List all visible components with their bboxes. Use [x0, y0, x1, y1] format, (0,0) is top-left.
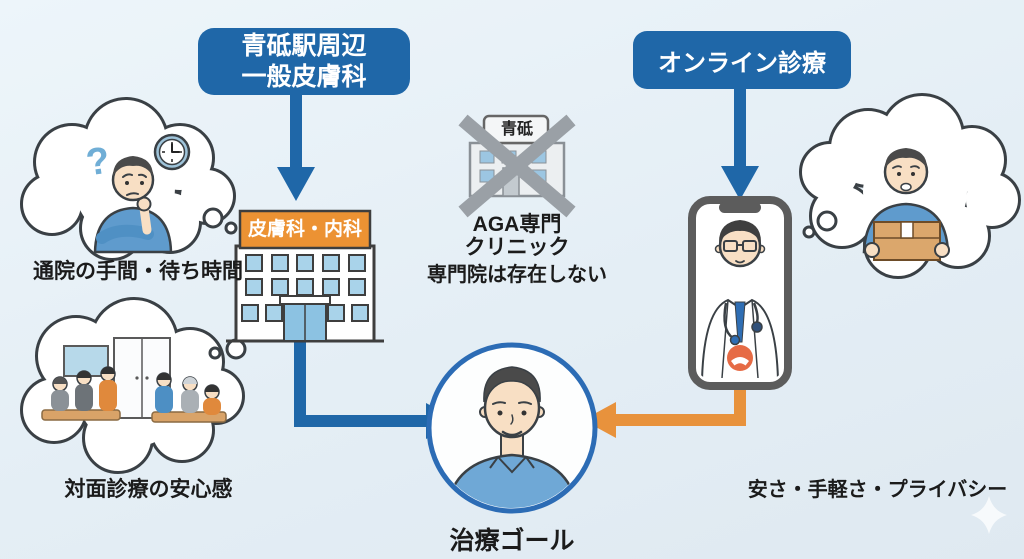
- crossed-clinic-name-line2: クリニック: [464, 236, 570, 259]
- phone-notch: [719, 202, 761, 213]
- left-thought-bubble: [20, 97, 238, 261]
- station-sign-label: 青砥: [500, 121, 533, 138]
- package-man-avatar: [862, 148, 950, 261]
- waiting-bubble-caption: 対面診療の安心感: [64, 478, 233, 501]
- left-bubble-tail: [202, 207, 238, 235]
- crossed-clinic-caption: 専門院は存在しない: [427, 264, 607, 286]
- right-route-label: オンライン診療: [658, 49, 826, 77]
- worried-man-avatar: [93, 156, 173, 254]
- left-route-box: 青砥駅周辺 一般皮膚科: [198, 28, 410, 95]
- sparkle-icon: [971, 496, 1007, 534]
- clinic-door-canopy: [279, 295, 331, 305]
- left-route-line1: 青砥駅周辺: [241, 31, 367, 60]
- glasses-icon: [723, 240, 757, 252]
- crossed-clinic-name-line1: AGA専門: [472, 213, 562, 236]
- crossed-clinic-name: AGA専門 クリニック: [442, 213, 592, 259]
- down-arrow-right: [721, 89, 759, 200]
- left-route-line2: 一般皮膚科: [241, 62, 367, 91]
- waiting-room-scene: [41, 337, 227, 423]
- goal-circle: [426, 342, 598, 514]
- goal-avatar: [445, 366, 579, 508]
- right-thought-bubble: [799, 93, 1021, 279]
- waiting-patients: [51, 366, 221, 415]
- down-arrow-left: [277, 95, 315, 201]
- clock-icon: [153, 133, 191, 171]
- package-box-icon: [873, 221, 941, 261]
- clinic-sign-label: 皮膚科・内科: [247, 219, 362, 240]
- question-mark-icon: ?: [83, 139, 113, 185]
- clinic-building-icon: [226, 209, 384, 343]
- waiting-bubble-tail: [208, 338, 247, 360]
- clinic-sign-board: [238, 209, 372, 250]
- cross-x-icon: [458, 114, 576, 218]
- smartphone-icon: [688, 196, 792, 390]
- left-bubble-caption: 通院の手間・待ち時間: [33, 260, 243, 283]
- right-bubble-tail: [802, 210, 838, 239]
- right-route-box: オンライン診療: [633, 31, 851, 89]
- end-call-icon: [727, 345, 753, 371]
- doctor-avatar: [700, 220, 780, 378]
- goal-caption: 治療ゴール: [449, 527, 575, 555]
- clinic-windows: [241, 254, 369, 322]
- waiting-bench-left: [41, 409, 121, 421]
- crossed-clinic-icon: [458, 114, 576, 218]
- online-benefits-caption: 安さ・手軽さ・プライバシー: [747, 479, 1008, 501]
- waiting-thought-bubble: [20, 297, 247, 474]
